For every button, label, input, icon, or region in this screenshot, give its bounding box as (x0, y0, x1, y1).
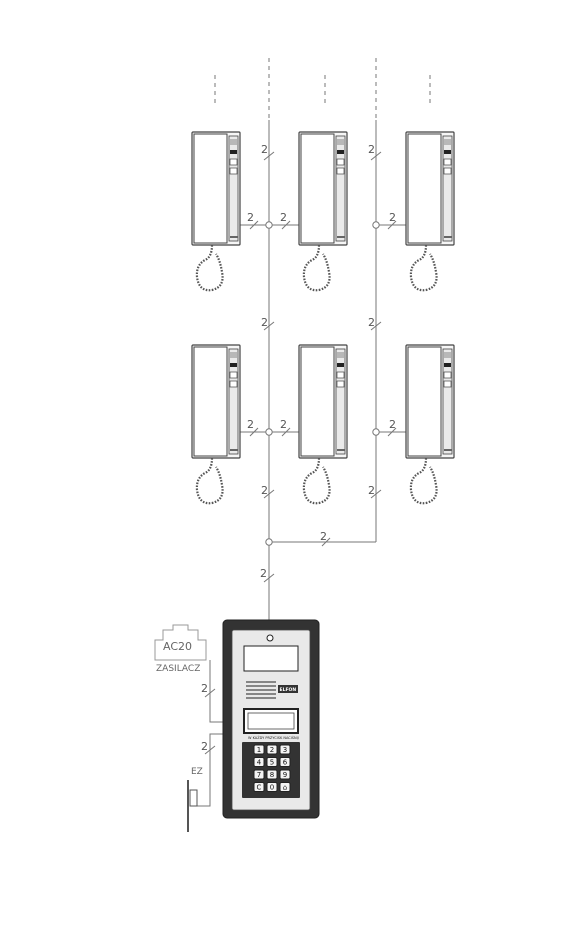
keypad-key[interactable]: 6 (279, 757, 291, 767)
speaker-grille (246, 681, 276, 699)
door-lock-label: EZ (191, 767, 203, 777)
wire-count-label: 2 (368, 484, 375, 497)
wire-count-label: 2 (261, 484, 268, 497)
keypad-key-label: 7 (257, 771, 261, 779)
keypad-key-label: 3 (283, 746, 287, 754)
wire-count-label: 2 (280, 418, 287, 431)
brand-logo: ELFON (280, 687, 297, 693)
keypad-key-label: C (257, 784, 262, 792)
wire-marker: 2 (260, 567, 275, 583)
keypad-key-label: 2 (270, 746, 274, 754)
wire-marker: 2 (261, 484, 275, 499)
handset-2 (297, 130, 349, 292)
wire-marker: 2 (280, 418, 291, 437)
camera-lens-icon (266, 634, 274, 642)
keypad-key[interactable]: C (253, 782, 265, 792)
wire-count-label: 2 (320, 530, 327, 543)
keypad-key-label: 8 (270, 771, 274, 779)
junction-node (372, 428, 380, 436)
wire-marker: 2 (368, 484, 382, 499)
electric-lock: EZ (187, 767, 203, 832)
keypad-key[interactable]: 2 (266, 744, 278, 755)
name-card-window (243, 645, 299, 672)
junction-node (265, 538, 273, 546)
keypad-key[interactable]: 8 (266, 769, 278, 780)
power-supply-name: ZASILACZ (156, 664, 200, 674)
junction-node (265, 221, 273, 229)
wire-marker: 2 (387, 418, 397, 437)
wire-marker: 2 (387, 211, 397, 230)
keypad-key-label: 0 (270, 784, 274, 792)
power-supply-model: AC20 (163, 640, 192, 653)
wire-count-label: 2 (260, 567, 267, 580)
wire-marker: 2 (261, 316, 275, 331)
handset-4 (190, 343, 242, 505)
wire-count-label: 2 (201, 682, 208, 695)
handset-5 (297, 343, 349, 505)
keypad-key-label: 4 (257, 759, 262, 767)
junction-node (265, 428, 273, 436)
wire-marker: 2 (201, 740, 216, 755)
keypad-key[interactable]: 5 (266, 757, 278, 767)
wire-marker: 2 (261, 143, 275, 161)
wire-marker: 2 (201, 682, 216, 698)
wire-marker: 2 (368, 143, 382, 161)
wire-count-label: 2 (368, 316, 375, 329)
wire-count-label: 2 (261, 316, 268, 329)
keypad-key-label: 9 (283, 771, 287, 779)
keypad-key[interactable]: 9 (279, 769, 291, 780)
wire-marker: 2 (320, 530, 331, 547)
wire-marker: 2 (368, 316, 382, 331)
wire-count-label: 2 (389, 211, 396, 224)
wire-count-label: 2 (247, 211, 254, 224)
wire-count-label: 2 (201, 740, 208, 753)
display-caption: W KAŻDY PRZYCISK NACIŚNIJ (248, 735, 299, 740)
keypad-key-label: ⌂ (283, 784, 287, 792)
keypad-key[interactable]: 0 (266, 782, 278, 792)
keypad-key[interactable]: 4 (253, 757, 265, 767)
wire-marker: 2 (247, 211, 259, 230)
keypad-key[interactable]: 7 (253, 769, 265, 780)
wire-count-label: 2 (261, 143, 268, 156)
keypad-key[interactable]: 1 (253, 744, 265, 755)
wire-marker: 2 (247, 418, 259, 437)
lock-wire (197, 733, 232, 807)
keypad-key-label: 5 (270, 759, 274, 767)
wire-count-label: 2 (247, 418, 254, 431)
keypad-key-label: 1 (257, 746, 261, 754)
wire-count-label: 2 (389, 418, 396, 431)
handset-1 (190, 130, 242, 292)
handset-6 (404, 343, 456, 505)
power-supply: AC20 ZASILACZ (154, 624, 207, 674)
junction-node (372, 221, 380, 229)
wire-marker: 2 (280, 211, 291, 230)
handset-3 (404, 130, 456, 292)
keypad-key[interactable]: 3 (279, 744, 291, 755)
wire-count-label: 2 (368, 143, 375, 156)
keypad-key[interactable]: ⌂ (279, 782, 291, 792)
wire-count-label: 2 (280, 211, 287, 224)
keypad-key-label: 6 (283, 759, 288, 767)
